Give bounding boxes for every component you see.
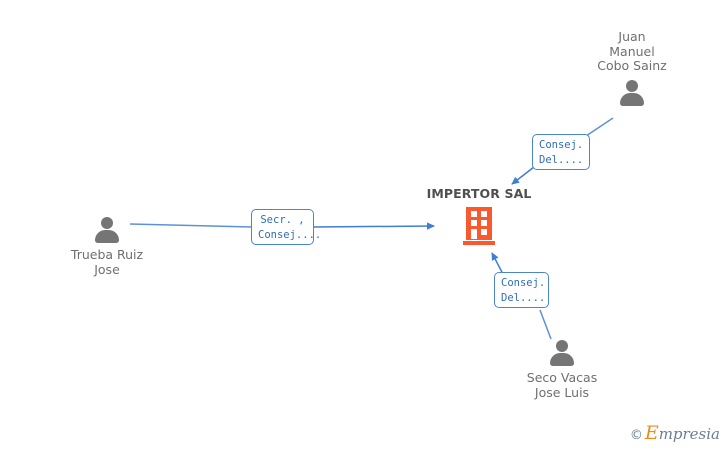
company-title: IMPERTOR SAL — [426, 186, 532, 201]
watermark-brand-initial: E — [644, 422, 659, 444]
person-label: Juan Manuel Cobo Sainz — [597, 29, 667, 73]
company-node[interactable]: IMPERTOR SAL — [394, 186, 564, 245]
person-icon — [547, 340, 577, 366]
building-icon — [463, 207, 495, 245]
watermark-empresia: ©Empresia — [630, 422, 720, 444]
person-icon — [617, 79, 647, 106]
person-node-juan-manuel-cobo-sainz[interactable]: Juan Manuel Cobo Sainz — [557, 29, 707, 106]
person-node-seco-vacas-jose-luis[interactable]: Seco Vacas Jose Luis — [487, 340, 637, 400]
connector-seco-to-label — [539, 309, 552, 340]
connector-juan-to-label — [585, 117, 614, 137]
person-label: Seco Vacas Jose Luis — [526, 370, 598, 400]
relation-label-juan-manuel[interactable]: Consej. Del.... — [532, 134, 590, 170]
person-icon — [92, 217, 122, 243]
relation-label-trueba-ruiz[interactable]: Secr. , Consej.... — [251, 209, 321, 245]
person-label: Trueba Ruiz Jose — [70, 247, 144, 277]
person-node-trueba-ruiz-jose[interactable]: Trueba Ruiz Jose — [32, 217, 182, 277]
watermark-brand-rest: mpresia — [658, 425, 720, 443]
copyright-icon: © — [629, 428, 643, 443]
connector-label-to-company-top — [511, 166, 535, 185]
relation-label-seco-vacas[interactable]: Consej. Del.... — [494, 272, 549, 308]
